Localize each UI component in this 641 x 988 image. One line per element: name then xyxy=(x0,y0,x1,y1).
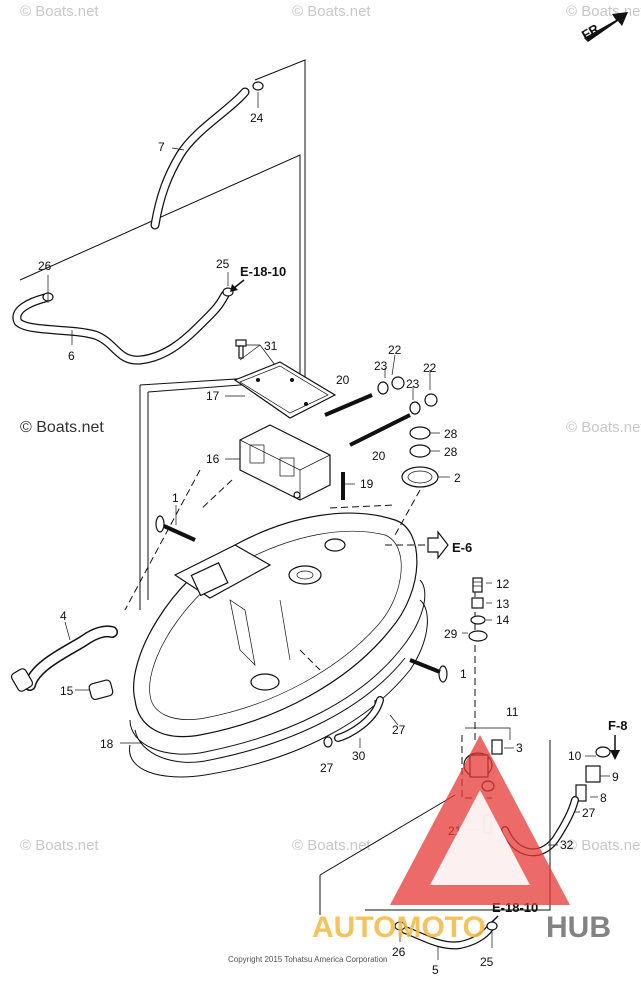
main-housing xyxy=(129,512,426,763)
part-label: 1 xyxy=(172,491,179,505)
automotohub-logo: AUTOMOTO HUB xyxy=(312,735,611,944)
part-label: 31 xyxy=(264,339,278,353)
part-label: 25 xyxy=(216,257,230,271)
part-label: 20 xyxy=(372,449,386,463)
logo-text-automoto: AUTOMOTO xyxy=(312,911,486,944)
part-label: 4 xyxy=(60,609,67,623)
part-label: 11 xyxy=(506,705,519,719)
hose-part-7 xyxy=(150,81,264,230)
f8-ref-label: F-8 xyxy=(608,718,628,733)
part-label: 23 xyxy=(406,377,420,391)
part-label: 27 xyxy=(582,806,596,820)
part-label: 28 xyxy=(444,445,458,459)
part-label: 19 xyxy=(360,477,374,491)
part-label: 2 xyxy=(454,471,461,485)
part-label: 26 xyxy=(38,259,52,273)
part-label: 9 xyxy=(612,770,619,784)
part-label: 5 xyxy=(432,963,439,977)
part-label: 13 xyxy=(496,597,510,611)
part-label: 12 xyxy=(496,577,510,591)
cover-part-16 xyxy=(239,424,331,501)
part-label: 14 xyxy=(496,613,510,627)
plate-part-17 xyxy=(233,361,337,419)
watermark-text: © Boats.net xyxy=(566,3,641,20)
part-label: 6 xyxy=(68,349,75,363)
valve-parts xyxy=(462,577,492,642)
bolt-part-31 xyxy=(235,339,247,359)
part-label: 10 xyxy=(568,749,582,763)
watermark-text: © Boats.net xyxy=(20,419,104,436)
e1810-top-reference: E-18-10 xyxy=(230,264,286,292)
watermark-text: © Boats.net xyxy=(20,3,99,20)
part-label: 8 xyxy=(600,791,607,805)
watermark-text: © Boats.net xyxy=(292,837,371,854)
watermark-text: © Boats.net xyxy=(566,419,641,436)
part-label: 18 xyxy=(100,737,114,751)
part-label: 7 xyxy=(158,140,165,154)
lower-callout-box xyxy=(319,740,551,915)
gasket-part-18 xyxy=(120,599,428,778)
part-label: 27 xyxy=(392,723,406,737)
part-label: 1 xyxy=(460,667,467,681)
hose-part-4 xyxy=(10,621,118,692)
f8-reference: F-8 xyxy=(608,718,628,760)
part-label: 3 xyxy=(516,741,523,755)
part-number-labels: 24 7 26 25 6 31 20 17 22 23 22 23 28 28 … xyxy=(38,111,619,977)
seal-parts xyxy=(377,376,439,488)
connector-parts xyxy=(570,746,611,813)
part-label: 27 xyxy=(320,761,334,775)
watermark-text: © Boats.net xyxy=(292,3,371,20)
part-label: 15 xyxy=(60,684,74,698)
part-label: 28 xyxy=(444,427,458,441)
watermark-layer: © Boats.net © Boats.net © Boats.net © Bo… xyxy=(20,3,641,854)
stud-part-20 xyxy=(324,393,411,447)
part-label: 17 xyxy=(206,389,220,403)
hose-part-5 xyxy=(394,921,498,960)
hose-part-6 xyxy=(12,287,234,365)
e1810-top-label: E-18-10 xyxy=(240,264,286,279)
part-label: 30 xyxy=(352,749,366,763)
hose-callout-box xyxy=(19,59,306,610)
logo-text-hub: HUB xyxy=(546,911,611,944)
part-label: 22 xyxy=(423,361,437,375)
part-label: 32 xyxy=(560,838,574,852)
part-label: 23 xyxy=(374,359,388,373)
front-label: FR. xyxy=(579,19,605,42)
watermark-text: © Boats.net xyxy=(20,837,99,854)
e6-reference-arrow: E-6 xyxy=(427,530,472,560)
grommet-part-15 xyxy=(75,679,114,701)
part-label: 25 xyxy=(480,955,494,969)
part-label: 24 xyxy=(250,111,264,125)
e6-ref-label: E-6 xyxy=(452,540,472,555)
copyright-text: Copyright 2015 Tohatsu America Corporati… xyxy=(228,955,388,964)
part-label: 26 xyxy=(392,945,406,959)
watermark-text: © Boats.net xyxy=(566,837,641,854)
part-label: 29 xyxy=(444,627,458,641)
part-label: 22 xyxy=(388,343,402,357)
part-label: 16 xyxy=(206,452,220,466)
part-label: 20 xyxy=(336,373,350,387)
hose-part-30 xyxy=(323,696,399,748)
